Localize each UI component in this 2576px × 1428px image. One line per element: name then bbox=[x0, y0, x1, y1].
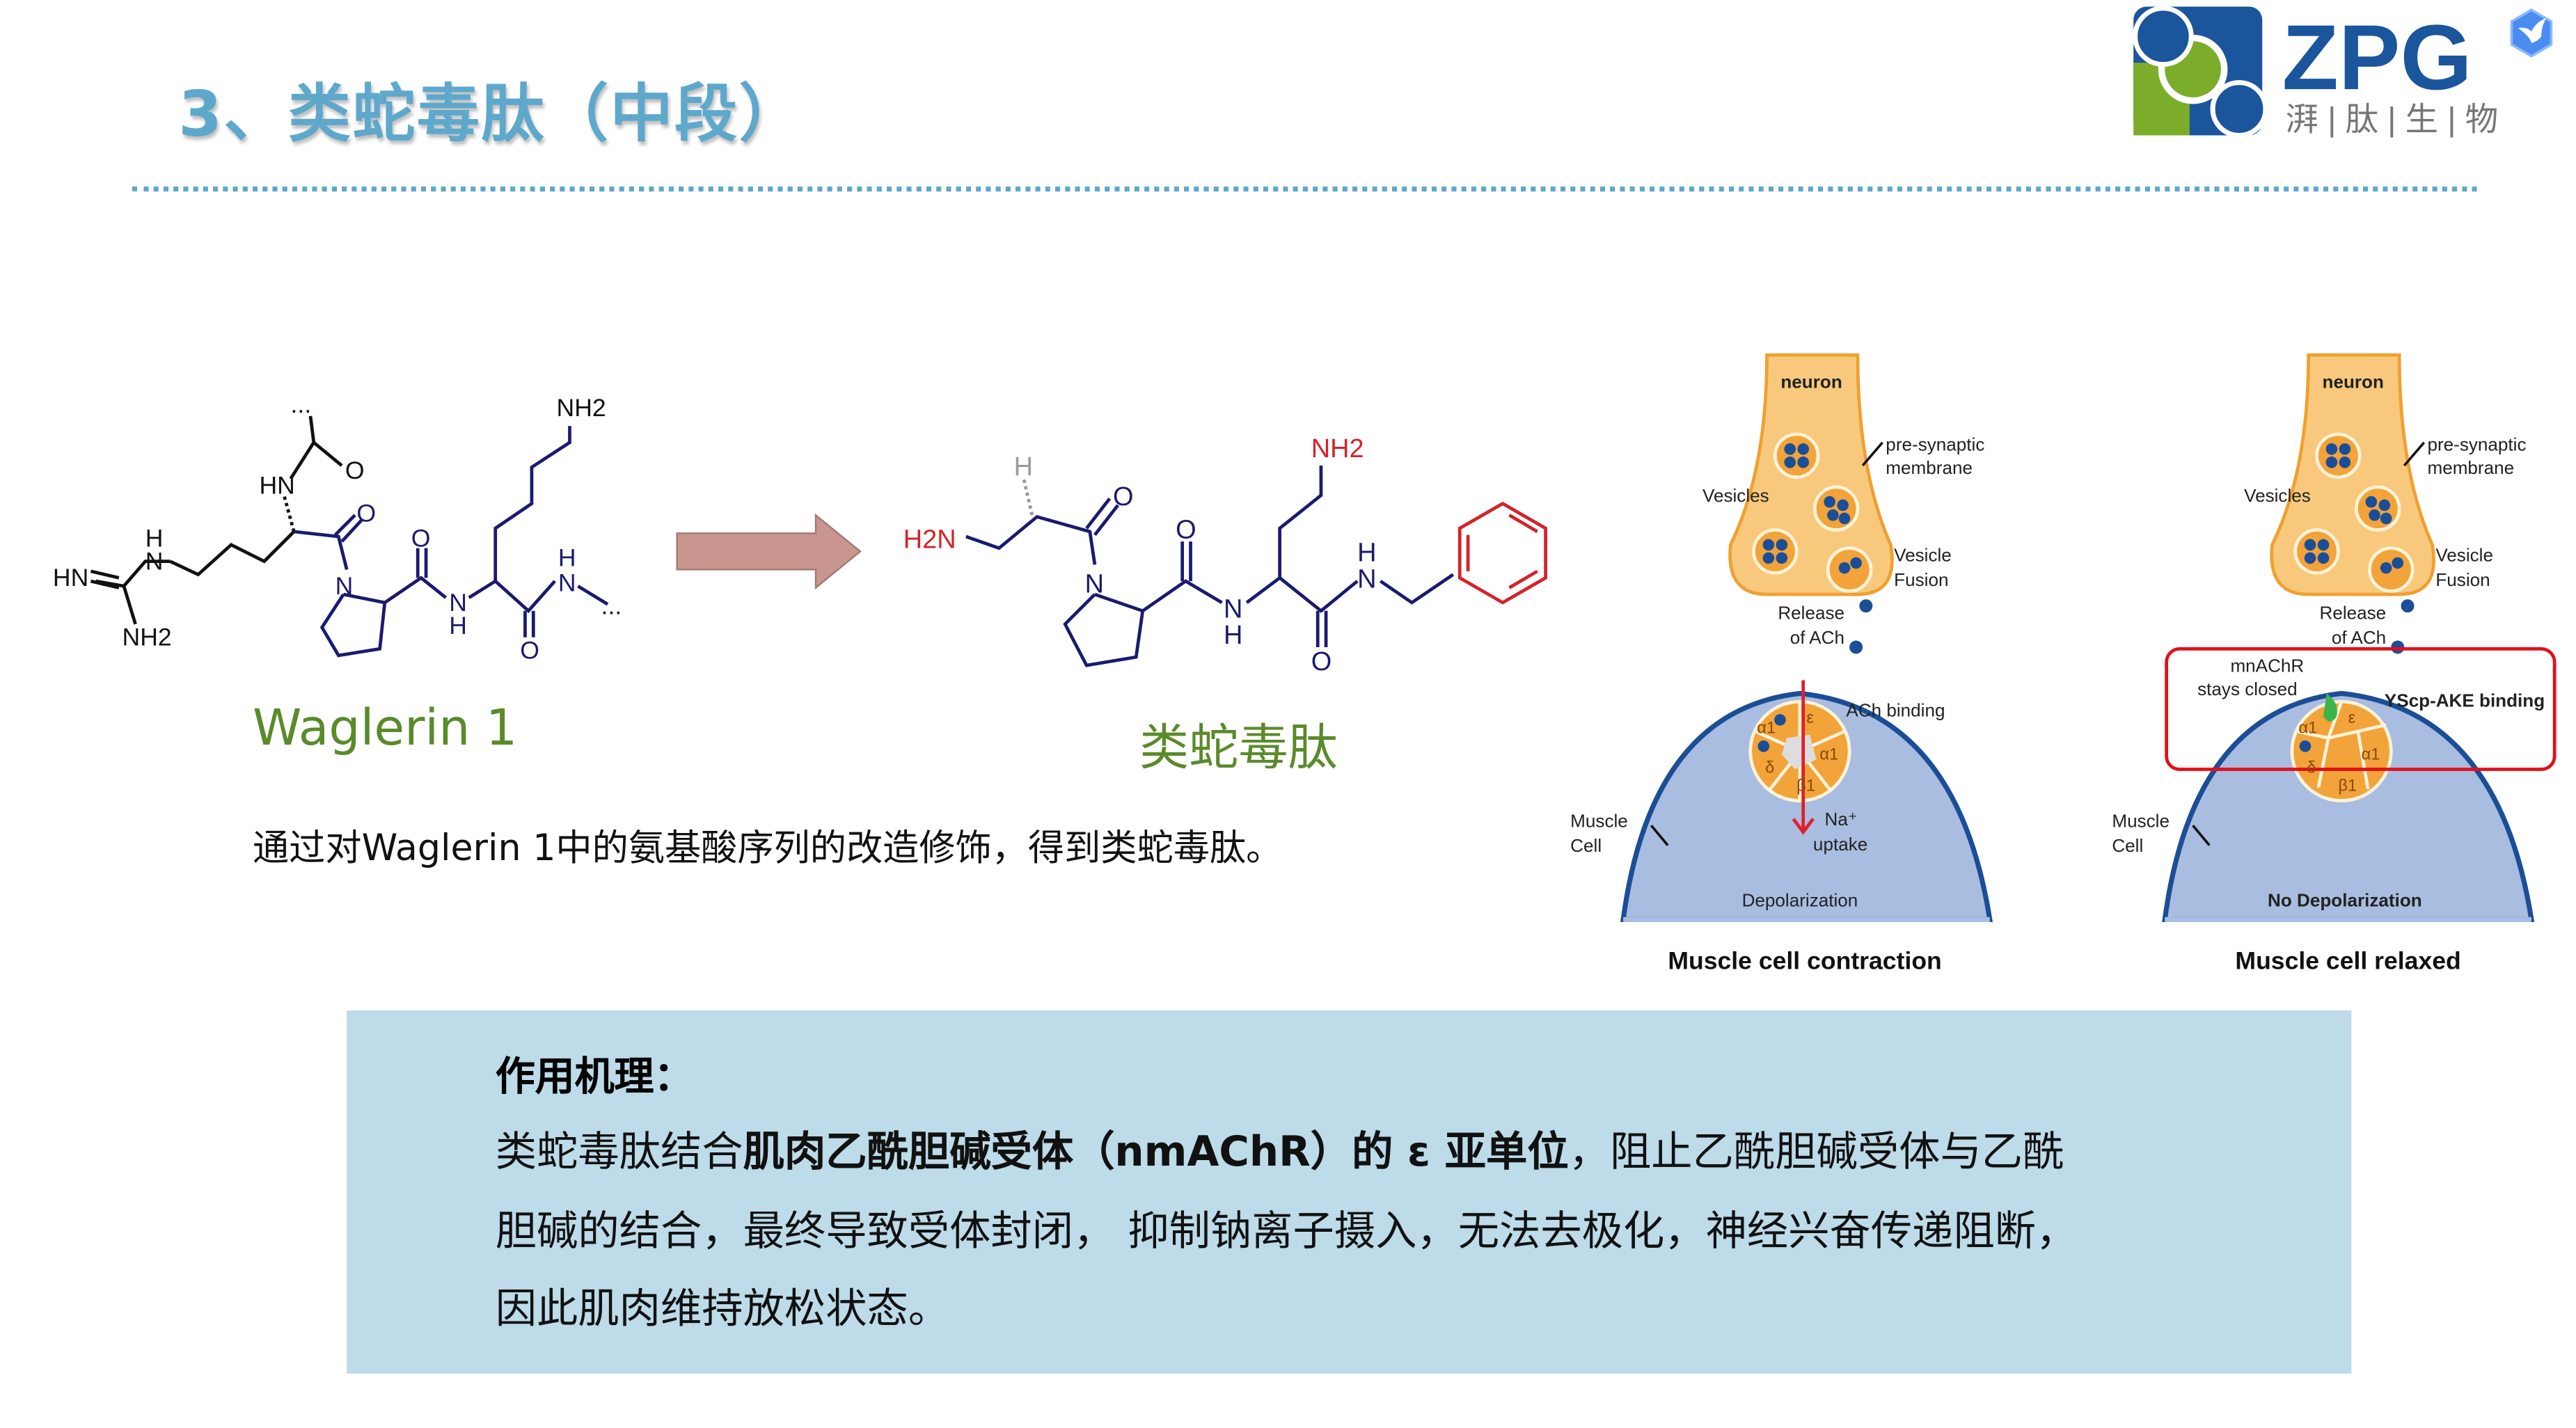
atom-label: N bbox=[145, 547, 164, 575]
subunit-label: α1 bbox=[2298, 719, 2317, 737]
presynaptic-label: membrane bbox=[2427, 457, 2514, 478]
atom-label: HN bbox=[53, 564, 88, 592]
atom-label: H bbox=[1224, 621, 1242, 650]
presynaptic-label: pre-synaptic bbox=[2427, 434, 2526, 455]
state-label: No Depolarization bbox=[2268, 889, 2422, 910]
title-divider bbox=[132, 187, 2477, 192]
muscle-label: Cell bbox=[2112, 835, 2143, 856]
release-label: Release bbox=[1778, 603, 1844, 624]
bold-segment: 肌肉乙酰胆碱受体（nmAChR）的 ε 亚单位 bbox=[743, 1127, 1569, 1176]
waglerin-label: Waglerin 1 bbox=[252, 699, 518, 758]
atom-label: N bbox=[1224, 594, 1242, 624]
diagram-contraction: α1 ε α1 δ β1 neuron pre-synaptic membran… bbox=[1570, 353, 1993, 975]
vesicles-label: Vesicles bbox=[1702, 485, 1769, 506]
atom-label: N bbox=[1085, 570, 1104, 599]
neuron-label: neuron bbox=[1780, 372, 1842, 392]
transform-arrow-icon bbox=[676, 513, 862, 590]
diagram-caption: Muscle cell relaxed bbox=[2235, 947, 2460, 975]
muscle-label: Muscle bbox=[1570, 811, 1628, 832]
muscle-cell-shape bbox=[1620, 690, 1993, 923]
na-arrow-icon bbox=[1792, 680, 1815, 835]
subunit-label: α1 bbox=[1757, 719, 1776, 737]
subunit-label: δ bbox=[1765, 759, 1774, 777]
peptide-binding-icon bbox=[2323, 693, 2337, 722]
atom-label: H bbox=[1357, 539, 1376, 568]
subunit-label: α1 bbox=[2362, 745, 2380, 763]
highlight-box bbox=[2165, 646, 2557, 771]
atom-label: O bbox=[1311, 647, 1332, 676]
atom-label: H bbox=[449, 612, 467, 640]
atom-label: N bbox=[558, 569, 576, 596]
atom-label: H bbox=[1014, 452, 1033, 482]
atom-label: O bbox=[411, 524, 431, 552]
subunit-label: δ bbox=[2307, 759, 2316, 777]
atom-label: H bbox=[145, 524, 164, 552]
analog-label: 类蛇毒肽 bbox=[1139, 720, 1338, 778]
subunit-label: ε bbox=[1806, 709, 1814, 727]
atom-label: O bbox=[520, 637, 539, 665]
release-label: of ACh bbox=[2332, 627, 2386, 648]
subunit-label: α1 bbox=[1819, 745, 1838, 763]
mechanism-line-2: 胆碱的结合，最终导致受体封闭， 抑制钠离子摄入，无法去极化，神经兴奋传递阻断， bbox=[495, 1207, 2078, 1255]
text-segment: 类蛇毒肽结合 bbox=[495, 1127, 743, 1176]
atom-label: O bbox=[345, 457, 365, 484]
bird-badge-icon bbox=[2510, 8, 2553, 58]
fusion-label: Fusion bbox=[2435, 569, 2490, 590]
company-logo: ZPG 湃 | 肽 | 生 | 物 bbox=[2133, 6, 2553, 138]
atom-label: N bbox=[449, 589, 467, 617]
mechanism-line-1: 类蛇毒肽结合肌肉乙酰胆碱受体（nmAChR）的 ε 亚单位，阻止乙酰胆碱受体与乙… bbox=[496, 1120, 2064, 1179]
mechanism-line-3: 因此肌肉维持放松状态。 bbox=[495, 1284, 950, 1333]
binding-label: YScp-AKE binding bbox=[2385, 690, 2545, 711]
diagram-caption: Muscle cell contraction bbox=[1668, 947, 1941, 975]
fusion-label: Vesicle bbox=[1894, 545, 1952, 566]
muscle-label: Cell bbox=[1570, 835, 1602, 856]
atom-label: HN bbox=[259, 471, 294, 499]
vesicles-label: Vesicles bbox=[2244, 485, 2311, 506]
subunit-label: β1 bbox=[2338, 777, 2357, 795]
receptor bbox=[1748, 699, 1851, 803]
diagram-relaxed: α1 ε α1 δ β1 neuron pre-synaptic membran… bbox=[2112, 353, 2557, 975]
receptor-closed bbox=[2290, 693, 2393, 803]
atom-label: H2N bbox=[903, 525, 956, 555]
neuron-label: neuron bbox=[2323, 372, 2384, 392]
atom-label: ... bbox=[291, 390, 312, 418]
binding-label: ACh binding bbox=[1846, 700, 1945, 721]
uptake-label: Na⁺ bbox=[1825, 809, 1858, 830]
uptake-label: uptake bbox=[1813, 834, 1867, 855]
atom-label: N bbox=[335, 572, 354, 600]
analog-structure: H2N H O N O H N O NH2 H N bbox=[903, 434, 1547, 676]
atom-label: NH2 bbox=[557, 394, 606, 422]
atom-label: NH2 bbox=[123, 624, 172, 651]
mechanism-box: 作用机理： 类蛇毒肽结合肌肉乙酰胆碱受体（nmAChR）的 ε 亚单位，阻止乙酰… bbox=[347, 1010, 2352, 1374]
atom-label: H bbox=[558, 544, 576, 572]
closed-label: stays closed bbox=[2197, 679, 2298, 699]
logo-subtitle: 湃 | 肽 | 生 | 物 bbox=[2285, 101, 2498, 138]
atom-label: ... bbox=[601, 592, 622, 620]
svg-text:ZPG: ZPG bbox=[2282, 6, 2472, 109]
atom-label: O bbox=[1113, 482, 1134, 511]
release-label: of ACh bbox=[1790, 627, 1844, 648]
subunit-label: ε bbox=[2348, 709, 2356, 727]
atom-label: N bbox=[1357, 565, 1376, 594]
muscle-cell-shape bbox=[2162, 690, 2535, 923]
fusion-label: Fusion bbox=[1894, 569, 1948, 590]
closed-label: mnAChR bbox=[2230, 656, 2304, 676]
muscle-label: Muscle bbox=[2112, 811, 2170, 832]
atom-label: O bbox=[1176, 515, 1196, 544]
text-segment: ，阻止乙酰胆碱受体与乙酰 bbox=[1568, 1127, 2064, 1176]
release-label: Release bbox=[2319, 603, 2386, 624]
state-label: Depolarization bbox=[1742, 889, 1858, 910]
presynaptic-label: membrane bbox=[1886, 457, 1973, 478]
atom-label: NH2 bbox=[1311, 434, 1364, 463]
fusion-label: Vesicle bbox=[2435, 545, 2493, 566]
atom-label: O bbox=[356, 500, 376, 527]
description-text: 通过对Waglerin 1中的氨基酸序列的改造修饰，得到类蛇毒肽。 bbox=[252, 828, 1283, 871]
subunit-label: β1 bbox=[1796, 777, 1815, 795]
waglerin-structure: HN NH2 H N HN O ... O N O H N O NH2 H N … bbox=[53, 390, 622, 665]
presynaptic-label: pre-synaptic bbox=[1886, 434, 1984, 455]
page-title: 3、类蛇毒肽（中段） bbox=[178, 77, 804, 150]
mechanism-heading: 作用机理： bbox=[495, 1053, 694, 1100]
